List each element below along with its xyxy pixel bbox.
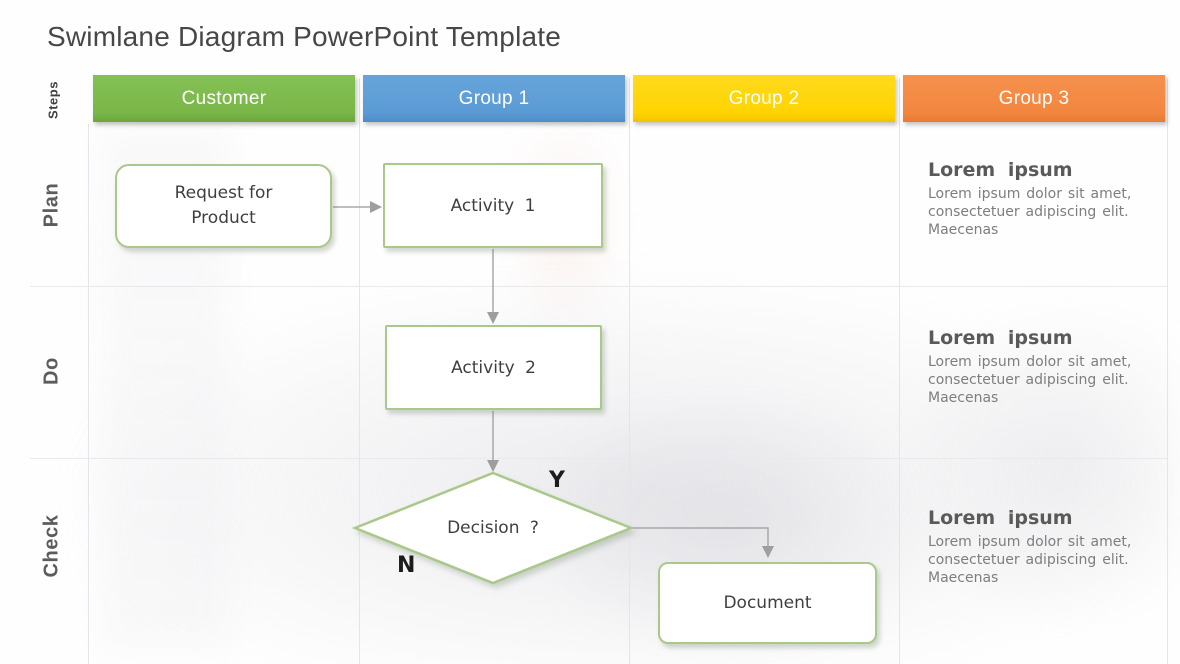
lane-divider	[629, 78, 630, 664]
flow-shape-decision[interactable]	[351, 468, 636, 588]
flow-shape-request-for-product[interactable]: Request for Product	[115, 164, 332, 248]
info-body: Lorem ipsum dolor sit amet, consectetuer…	[928, 534, 1132, 586]
row-label-plan: Plan	[40, 182, 63, 228]
lane-divider	[359, 78, 360, 664]
lane-header-label: Group 1	[458, 87, 530, 109]
arrowhead-right-icon	[370, 201, 382, 213]
shape-label: Activity 2	[451, 357, 536, 378]
lane-divider	[899, 78, 900, 664]
lane-header-customer[interactable]: Customer	[93, 75, 355, 122]
lane-header-label: Customer	[181, 87, 267, 109]
info-body: Lorem ipsum dolor sit amet, consectetuer…	[928, 186, 1132, 238]
flow-shape-activity-1[interactable]: Activity 1	[383, 163, 603, 248]
lane-header-group3[interactable]: Group 3	[903, 75, 1165, 122]
steps-axis-label: Steps	[45, 81, 61, 119]
info-block-check: Lorem ipsum Lorem ipsum dolor sit amet, …	[928, 507, 1168, 588]
shape-label: Document	[723, 593, 812, 613]
lane-header-group1[interactable]: Group 1	[363, 75, 625, 122]
info-block-plan: Lorem ipsum Lorem ipsum dolor sit amet, …	[928, 159, 1168, 240]
page-title: Swimlane Diagram PowerPoint Template	[47, 21, 562, 52]
decision-yes-label: Y	[549, 468, 565, 493]
decision-no-label: N	[397, 553, 416, 578]
info-heading: Lorem ipsum	[928, 327, 1073, 349]
arrowhead-down-icon	[762, 546, 774, 558]
lane-header-label: Group 3	[998, 87, 1070, 109]
row-label-check: Check	[40, 514, 63, 578]
diamond-icon	[351, 471, 635, 585]
shape-label: Request for Product	[174, 183, 273, 228]
shape-label: Activity 1	[450, 195, 536, 216]
lane-header-label: Group 2	[728, 87, 800, 109]
info-block-do: Lorem ipsum Lorem ipsum dolor sit amet, …	[928, 327, 1168, 408]
flow-shape-activity-2[interactable]: Activity 2	[385, 325, 602, 410]
info-heading: Lorem ipsum	[928, 507, 1073, 529]
arrowhead-down-icon	[487, 312, 499, 324]
info-heading: Lorem ipsum	[928, 159, 1073, 181]
lane-header-group2[interactable]: Group 2	[633, 75, 895, 122]
info-body: Lorem ipsum dolor sit amet, consectetuer…	[928, 354, 1132, 406]
flow-shape-document[interactable]: Document	[658, 562, 877, 644]
lane-divider	[1167, 78, 1168, 664]
lane-divider	[88, 124, 89, 664]
row-label-do: Do	[40, 357, 63, 385]
row-divider	[30, 458, 1167, 459]
row-divider	[30, 286, 1167, 287]
